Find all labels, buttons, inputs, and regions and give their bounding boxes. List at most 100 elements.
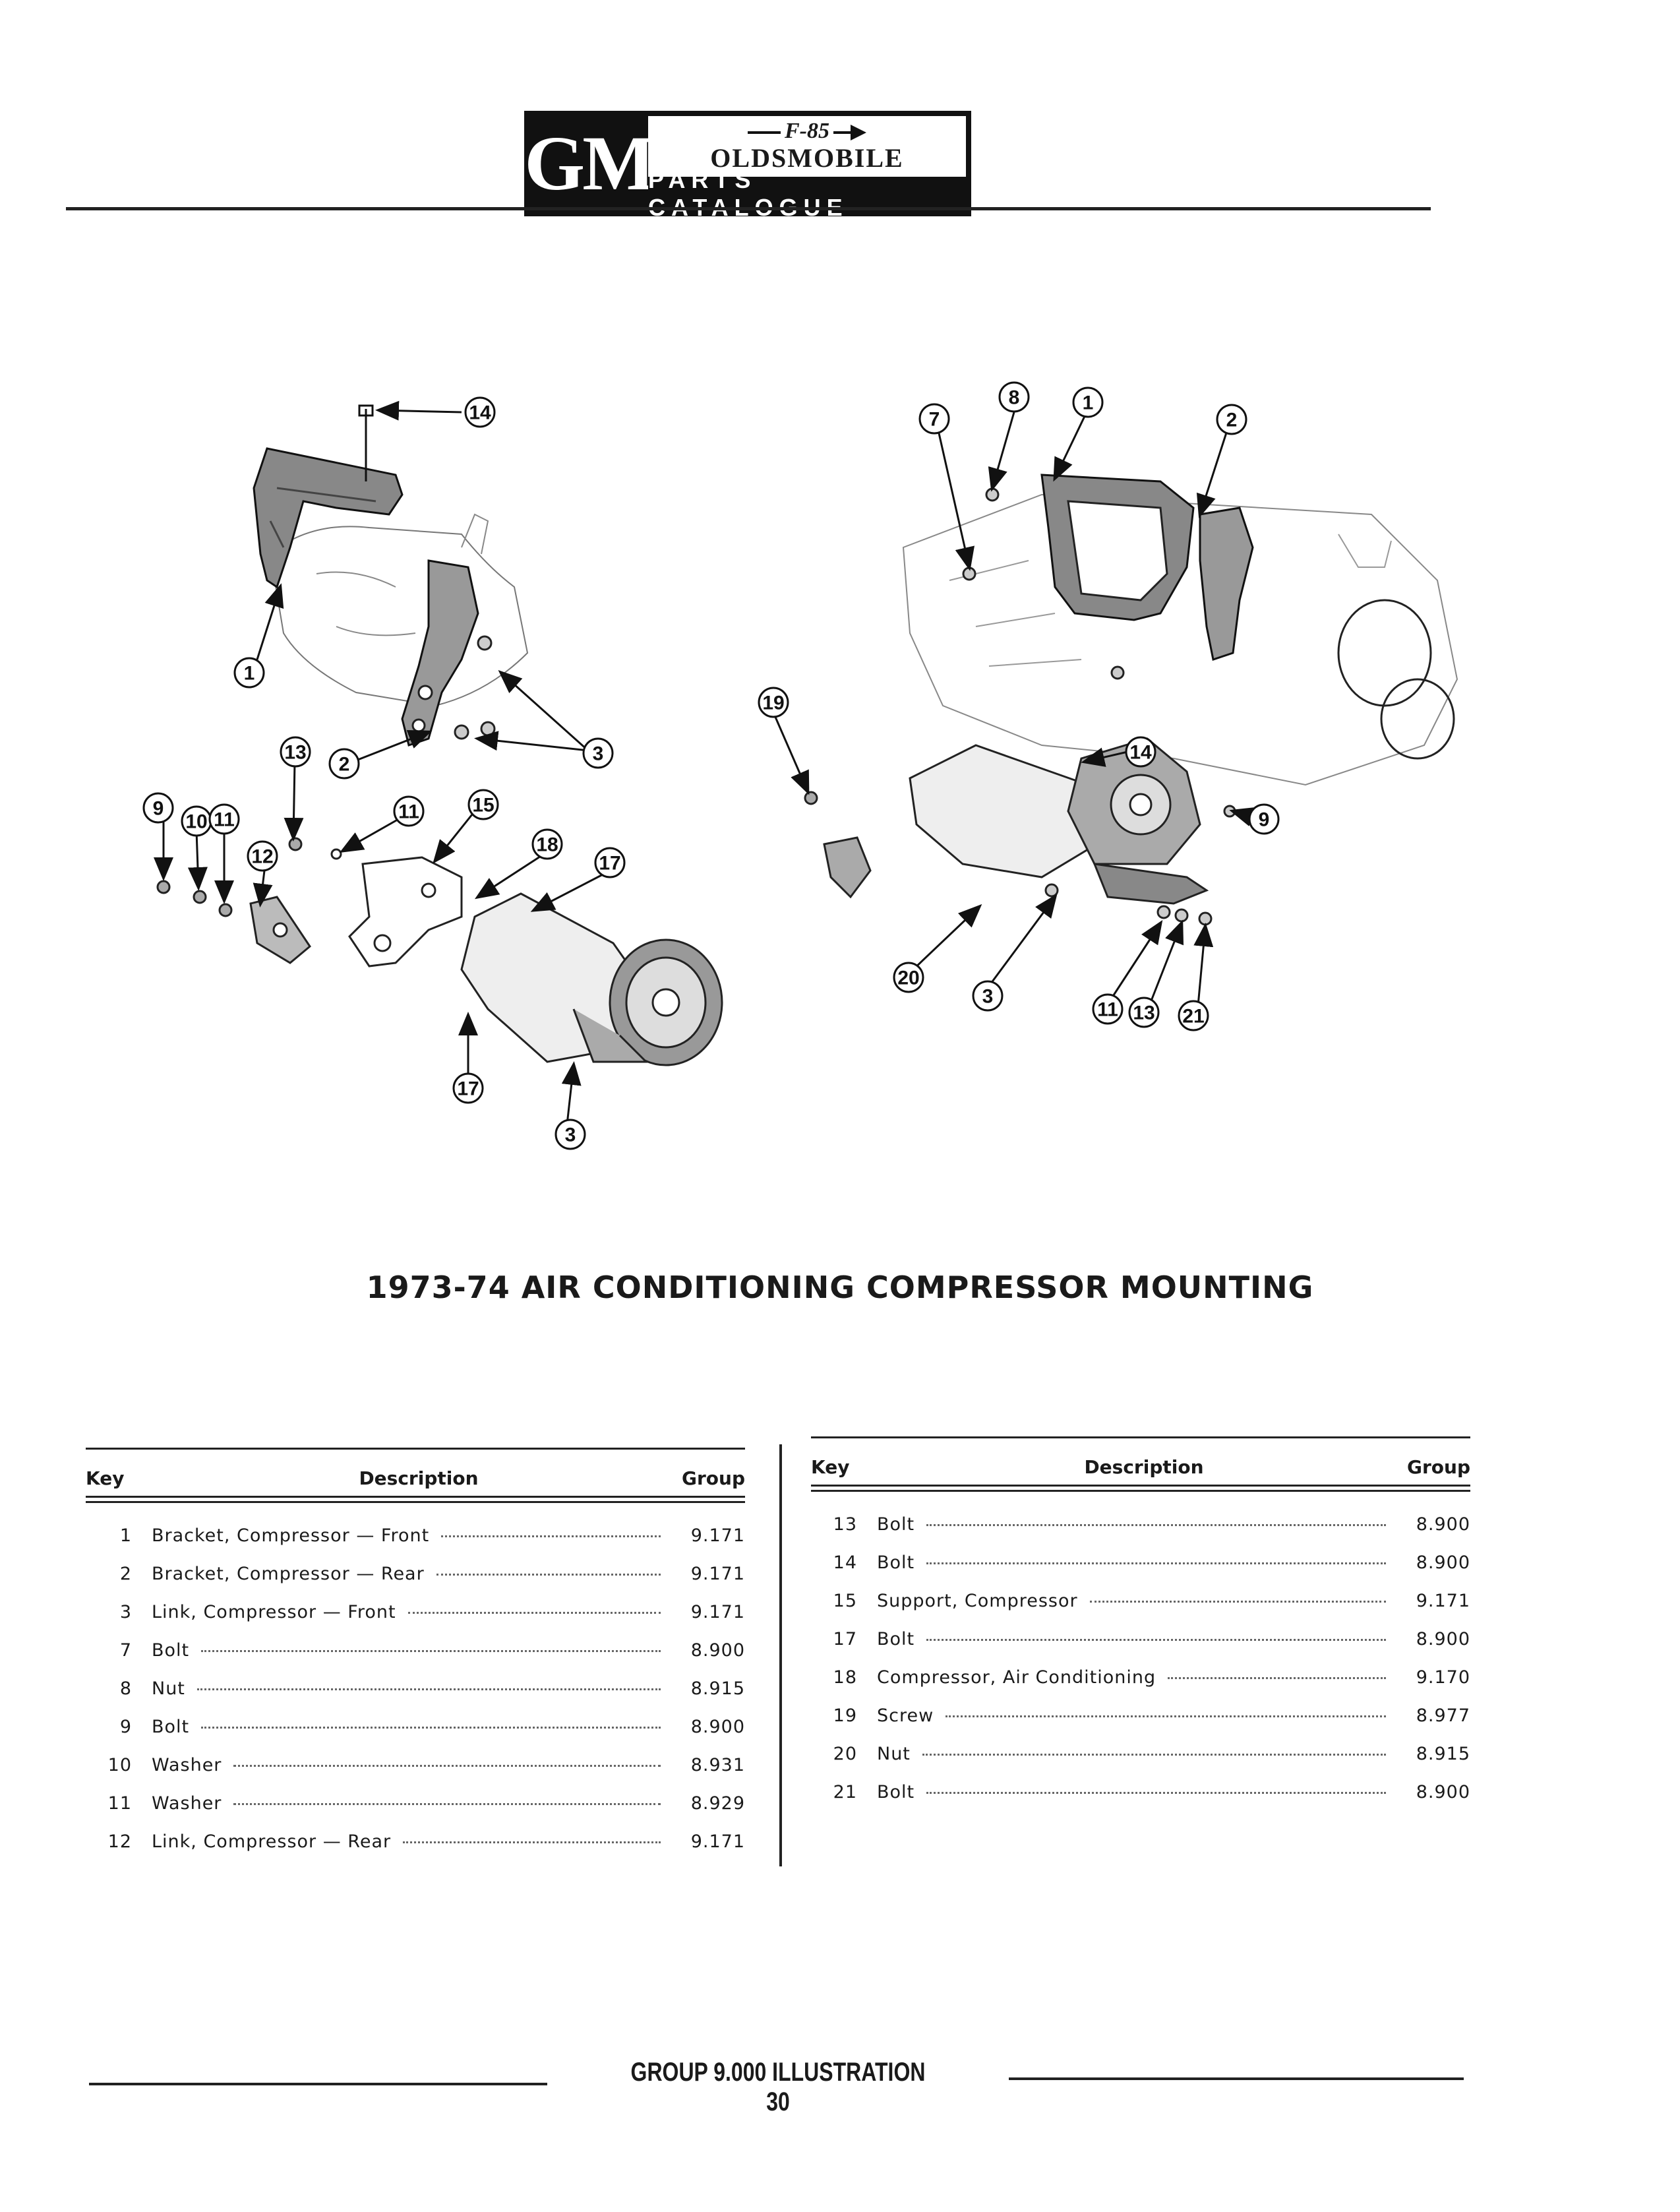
- dot-leader: [441, 1535, 661, 1537]
- callout-circle: [393, 795, 425, 827]
- header-group: Group: [681, 1467, 745, 1489]
- callout-number: 13: [284, 742, 306, 764]
- table-row: 21 Bolt 8.900: [811, 1782, 1470, 1820]
- parts-drawing: [156, 404, 1458, 1066]
- part-description: Link, Compressor — Front: [152, 1602, 396, 1622]
- footer-rule-left: [89, 2083, 547, 2085]
- part-description: Bolt: [877, 1629, 915, 1649]
- part-description: Bolt: [152, 1717, 190, 1737]
- part-description: Compressor, Air Conditioning: [877, 1667, 1156, 1688]
- parts-catalogue-text: PARTS CATALOGUE: [648, 166, 966, 221]
- header-description: Description: [359, 1467, 479, 1489]
- part-description: Bolt: [152, 1640, 190, 1661]
- dot-leader: [407, 1612, 661, 1614]
- dot-leader: [1089, 1601, 1386, 1603]
- part-group: 8.900: [1416, 1552, 1470, 1573]
- part-key: 2: [119, 1564, 132, 1584]
- brand-top: F-85 OLDSMOBILE: [648, 116, 966, 177]
- callout-circle: [918, 403, 950, 435]
- part-group: 8.915: [1416, 1744, 1470, 1764]
- callout-number: 7: [929, 409, 940, 431]
- header-rule: [66, 207, 1431, 210]
- callout-number: 2: [339, 754, 350, 776]
- table-row: 1 Bracket, Compressor — Front 9.171: [86, 1525, 745, 1564]
- part-description: Support, Compressor: [877, 1591, 1078, 1611]
- callout-number: 14: [469, 402, 491, 424]
- callout-circle: [998, 381, 1030, 413]
- part-description: Bracket, Compressor — Front: [152, 1525, 430, 1546]
- part-description: Bolt: [877, 1782, 915, 1802]
- f85-text: F-85: [781, 118, 833, 143]
- part-key: 1: [119, 1525, 132, 1546]
- header-key: Key: [811, 1456, 850, 1478]
- gm-logo: GM: [524, 116, 656, 211]
- part-group: 9.171: [690, 1525, 745, 1546]
- table-row: 17 Bolt 8.900: [811, 1629, 1470, 1667]
- callout-number: 14: [1129, 742, 1152, 764]
- callout-circle: [1125, 736, 1156, 768]
- part-group: 8.915: [690, 1678, 745, 1699]
- header-description: Description: [1084, 1456, 1204, 1478]
- part-group: 8.929: [690, 1793, 745, 1814]
- part-group: 8.900: [690, 1640, 745, 1661]
- table-header-rule: [86, 1496, 745, 1503]
- table-row: 20 Nut 8.915: [811, 1744, 1470, 1782]
- callout-circle: [1216, 404, 1247, 435]
- callout-circle: [531, 828, 563, 860]
- part-group: 9.171: [1416, 1591, 1470, 1611]
- callout-circle: [555, 1119, 586, 1150]
- part-key: 20: [833, 1744, 857, 1764]
- callout-number: 2: [1226, 410, 1238, 431]
- part-description: Nut: [877, 1744, 911, 1764]
- dot-leader: [926, 1639, 1386, 1641]
- part-group: 9.171: [690, 1564, 745, 1584]
- part-group: 8.900: [1416, 1782, 1470, 1802]
- callout-circle: [594, 847, 626, 878]
- callout-number: 19: [762, 692, 784, 714]
- part-group: 8.900: [1416, 1629, 1470, 1649]
- footer-rule-right: [1009, 2077, 1464, 2080]
- part-description: Screw: [877, 1705, 934, 1726]
- part-key: 21: [833, 1782, 857, 1802]
- dot-leader: [233, 1765, 661, 1767]
- callout-circle: [1248, 803, 1280, 835]
- callout-circle: [208, 803, 240, 835]
- part-key: 10: [107, 1755, 132, 1775]
- callout-circle: [280, 736, 311, 768]
- dot-leader: [201, 1727, 661, 1729]
- dot-leader: [926, 1524, 1386, 1526]
- table-header: Key Description Group: [811, 1438, 1470, 1478]
- part-description: Link, Compressor — Rear: [152, 1831, 392, 1852]
- brand-box: F-85 OLDSMOBILE PARTS CATALOGUE: [648, 116, 966, 221]
- table-row: 11 Washer 8.929: [86, 1793, 745, 1831]
- figure-title: 1973-74 AIR CONDITIONING COMPRESSOR MOUN…: [366, 1270, 1314, 1305]
- part-key: 14: [833, 1552, 857, 1573]
- part-key: 7: [119, 1640, 132, 1661]
- callout-circle: [467, 789, 499, 820]
- part-key: 11: [107, 1793, 132, 1814]
- callout-number: 9: [1259, 809, 1270, 831]
- callout-number: 9: [153, 798, 164, 820]
- callout-number: 11: [1097, 999, 1118, 1021]
- dot-leader: [1168, 1677, 1386, 1679]
- callout-number: 3: [982, 986, 994, 1008]
- part-key: 19: [833, 1705, 857, 1726]
- part-key: 18: [833, 1667, 857, 1688]
- part-description: Bolt: [877, 1552, 915, 1573]
- callout-number: 17: [599, 853, 620, 875]
- part-key: 17: [833, 1629, 857, 1649]
- callout-number: 17: [457, 1078, 479, 1100]
- dot-leader: [201, 1650, 661, 1652]
- leader-lines: [154, 400, 1255, 1125]
- part-description: Washer: [152, 1793, 222, 1814]
- part-description: Nut: [152, 1678, 185, 1699]
- callout-number: 11: [214, 809, 235, 831]
- callout-circle: [758, 687, 789, 718]
